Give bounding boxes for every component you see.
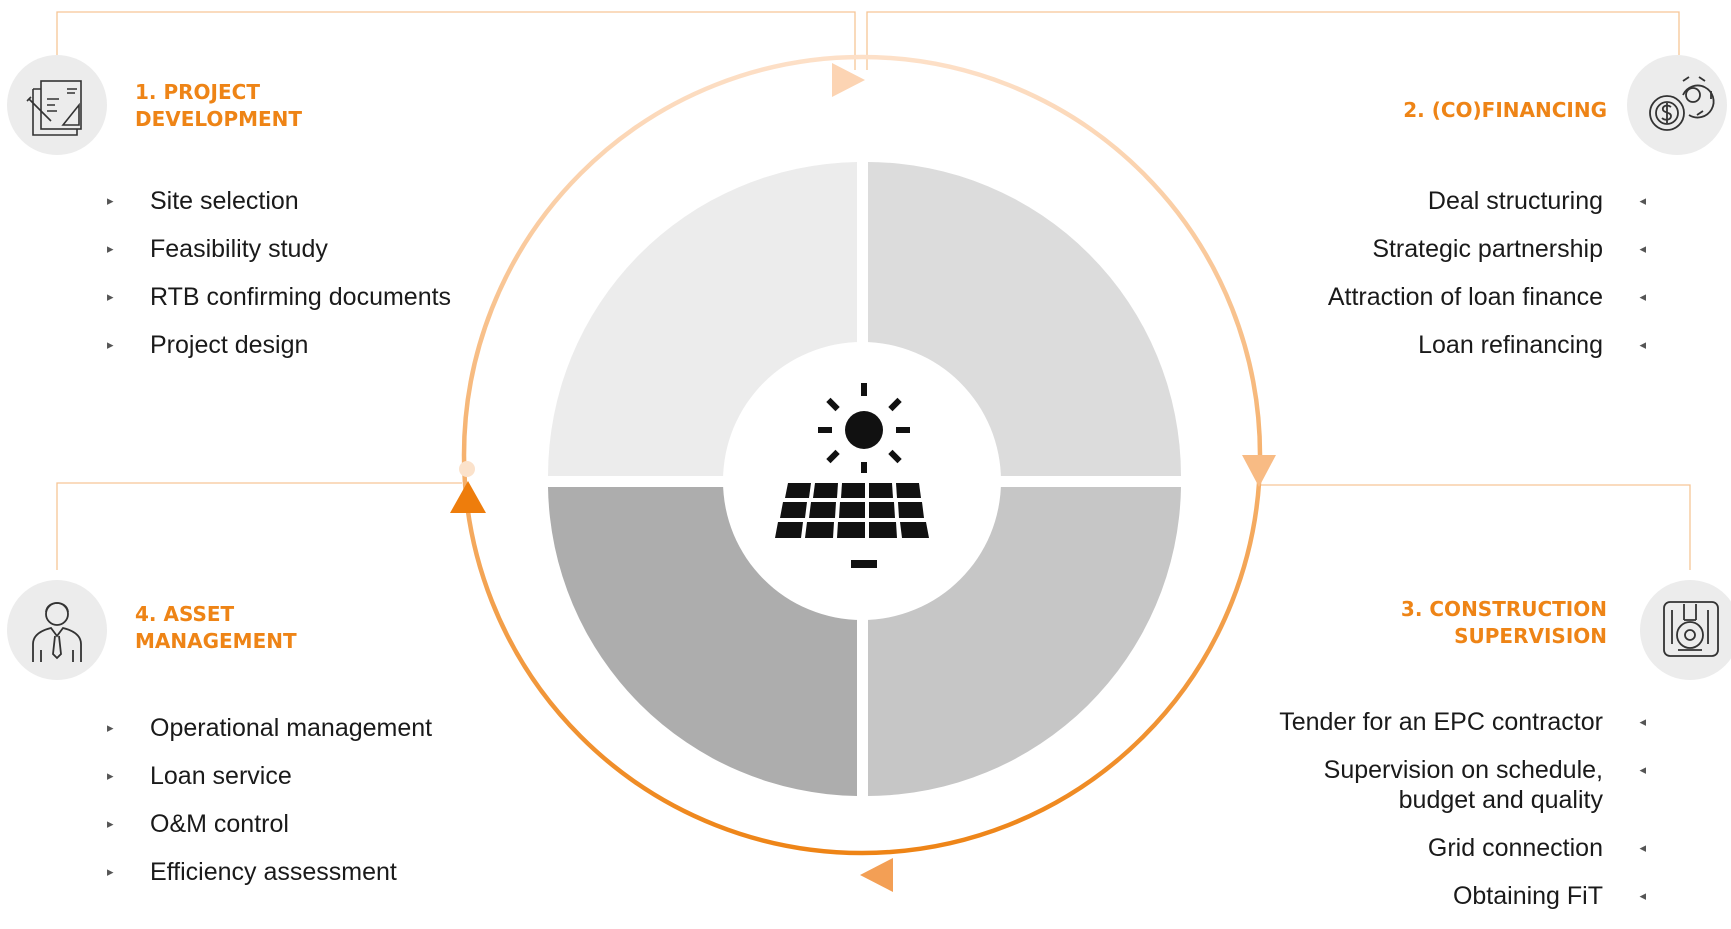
- solar-panel-icon: [775, 383, 929, 568]
- list-item: Attraction of loan finance: [1328, 282, 1646, 312]
- list-item: Tender for an EPC contractor: [1126, 707, 1646, 737]
- wrench-gear-icon: [1663, 601, 1719, 657]
- list-item: Obtaining FiT: [1126, 881, 1646, 911]
- list-item: Supervision on schedule, budget and qual…: [1316, 755, 1646, 815]
- list-item: Grid connection: [1126, 833, 1646, 863]
- blueprint-icon: [26, 80, 82, 136]
- list-item: Feasibility study: [107, 234, 451, 264]
- stage-2-icon-badge: [1627, 55, 1727, 155]
- list-item: Project design: [107, 330, 451, 360]
- center-circle: [723, 342, 1001, 620]
- arrow-down-icon: [1242, 455, 1276, 487]
- stage-1-title: 1. PROJECT DEVELOPMENT: [135, 80, 303, 131]
- list-item: Deal structuring: [1328, 186, 1646, 216]
- arrow-right-icon: [832, 63, 865, 97]
- list-item: Loan service: [107, 761, 432, 791]
- stage-1-list: Site selection Feasibility study RTB con…: [107, 186, 451, 378]
- connector-stage-4: [56, 482, 462, 570]
- connector-stage-3: [1260, 484, 1691, 570]
- stage-4-icon-badge: [7, 580, 107, 680]
- list-item: Site selection: [107, 186, 451, 216]
- connector-stage-2: [866, 11, 1680, 70]
- dollar-gear-icon: [1649, 76, 1715, 131]
- stage-1-icon-badge: [7, 55, 107, 155]
- manager-icon: [32, 602, 82, 662]
- list-item: O&M control: [107, 809, 432, 839]
- ring-start-dot: [459, 461, 475, 477]
- list-item: Efficiency assessment: [107, 857, 432, 887]
- stage-3-icon-badge: [1640, 580, 1731, 680]
- list-item: RTB confirming documents: [107, 282, 451, 312]
- arrow-left-icon: [860, 858, 893, 892]
- stage-2-title: 2. (CO)FINANCING: [1403, 98, 1607, 122]
- stage-4-list: Operational management Loan service O&M …: [107, 713, 432, 905]
- stage-2-list: Deal structuring Strategic partnership A…: [1328, 186, 1646, 378]
- stage-3-title: 3. CONSTRUCTION SUPERVISION: [1400, 597, 1607, 648]
- list-item: Loan refinancing: [1328, 330, 1646, 360]
- connector-stage-1: [56, 11, 856, 70]
- list-item: Strategic partnership: [1328, 234, 1646, 264]
- process-cycle-diagram: [56, 11, 1691, 892]
- connector-lines: [56, 11, 1691, 570]
- list-item: Operational management: [107, 713, 432, 743]
- stage-3-list: Tender for an EPC contractor Supervision…: [1126, 707, 1646, 929]
- arrow-up-icon: [450, 481, 486, 513]
- stage-4-title: 4. ASSET MANAGEMENT: [135, 602, 297, 653]
